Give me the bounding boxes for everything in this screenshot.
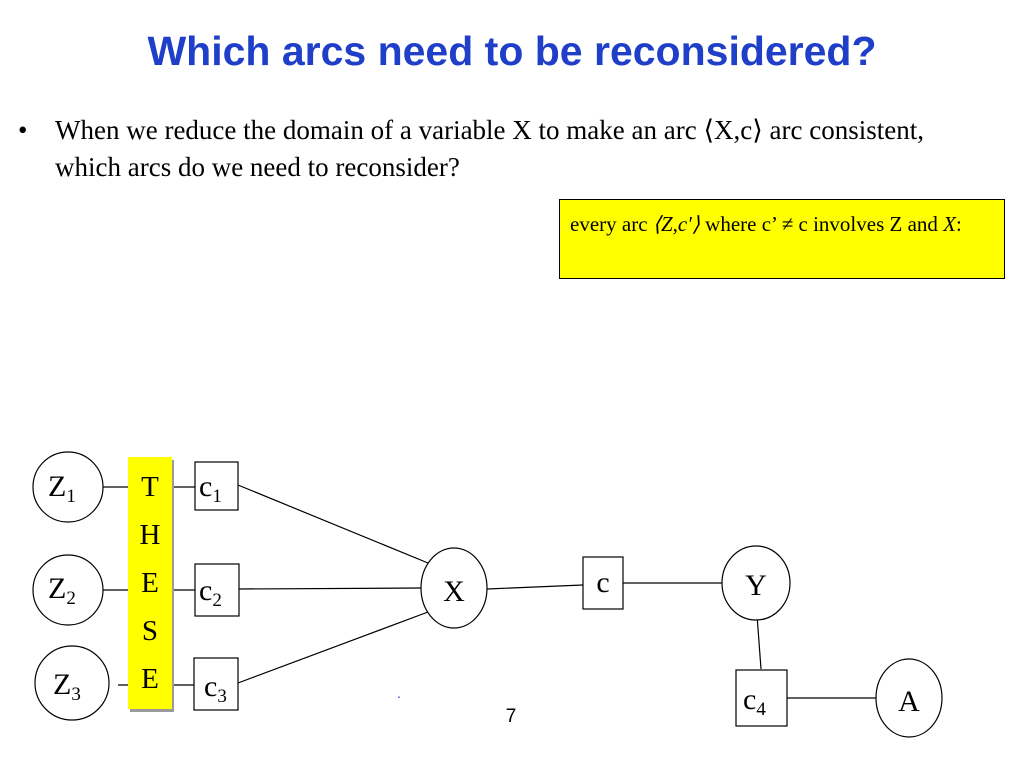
node-c1 [194, 461, 239, 511]
label-c1: c1 [199, 470, 222, 507]
stray-dot: . [397, 685, 401, 701]
edge-c2-x [238, 587, 422, 590]
these-letter: E [141, 567, 159, 599]
callout-var: X [943, 212, 956, 236]
node-labels: Z1 Z2 Z3 X Y A c1 c2 c3 c c4 [48, 470, 920, 720]
label-c4: c4 [743, 683, 766, 720]
these-letter: H [139, 519, 161, 551]
label-y: Y [745, 569, 767, 602]
slide-title: Which arcs need to be reconsidered? [147, 28, 877, 74]
label-x: X [443, 575, 465, 608]
callout-arc: ⟨Z,c'⟩ [652, 212, 700, 236]
these-letter: S [141, 615, 159, 647]
node-c4 [735, 669, 788, 727]
node-a [875, 658, 943, 738]
edge-c1-x [237, 484, 429, 564]
node-z2 [32, 554, 104, 626]
callout-middle: where c’ ≠ c involves Z and [699, 212, 944, 236]
node-z1 [32, 451, 104, 523]
variable-nodes [32, 451, 943, 738]
callout-suffix: : [955, 212, 962, 236]
node-x [420, 547, 488, 629]
these-letter: E [141, 663, 159, 695]
node-y [721, 545, 791, 621]
label-c: c [596, 566, 609, 599]
answer-callout: every arc ⟨Z,c'⟩ where c’ ≠ c involves Z… [559, 199, 1005, 279]
edge-y-c4 [756, 614, 762, 670]
label-z1: Z1 [48, 470, 76, 507]
bullet-marker: • [18, 115, 28, 145]
label-z3: Z3 [53, 668, 81, 705]
edge-x-c [486, 584, 584, 590]
page-number: 7 [505, 706, 517, 727]
edge-c3-x [237, 611, 429, 684]
label-a: A [898, 685, 920, 718]
node-c2 [194, 563, 240, 617]
these-vertical-label: T H E S E [128, 457, 172, 709]
callout-prefix: every arc [570, 212, 653, 236]
node-c [582, 556, 624, 610]
bullet-text: When we reduce the domain of a variable … [55, 115, 924, 182]
these-letter: T [141, 471, 159, 503]
node-z3 [34, 645, 110, 721]
constraint-nodes [193, 461, 788, 727]
label-z2: Z2 [48, 572, 76, 609]
label-c3: c3 [204, 670, 227, 707]
label-c2: c2 [199, 574, 222, 611]
node-c3 [193, 657, 239, 711]
